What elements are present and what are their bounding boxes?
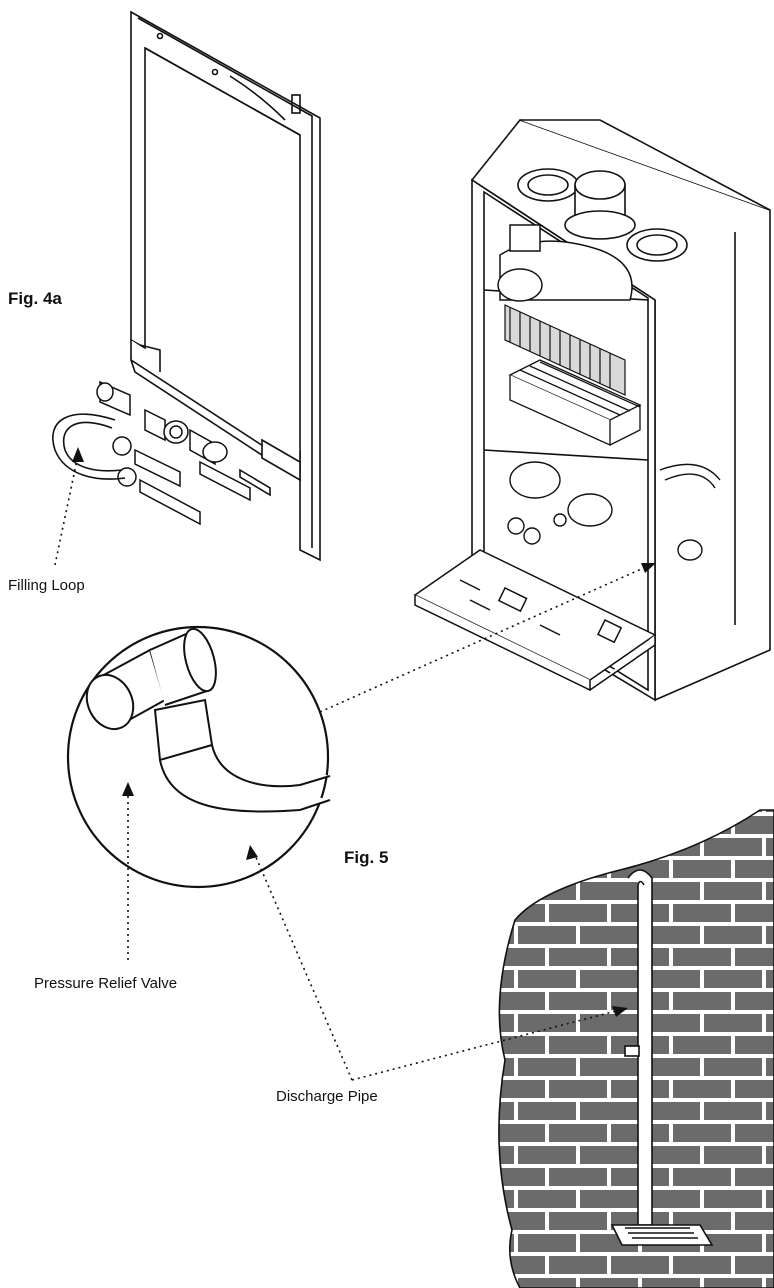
pump-assembly [507,461,721,561]
burner [508,359,642,447]
service-valves [96,380,251,526]
wall-mounting-frame [130,10,321,562]
filling-loop-hose [52,413,126,480]
pressure-relief-valve-detail [85,627,331,813]
filling-loop-label: Filling Loop [8,577,85,594]
fan-assembly [497,224,633,302]
discharge-pipe-label: Discharge Pipe [276,1088,378,1105]
pressure-relief-valve-label: Pressure Relief Valve [34,975,178,992]
control-panel-tray [413,549,657,692]
heat-exchanger [504,304,626,396]
figure-4a-label: Fig. 4a [8,289,62,308]
flue-turret [517,168,688,262]
callout-leaders [54,454,649,1081]
wall-discharge-pipe [610,869,714,1246]
callout-arrowheads [72,447,656,1017]
figure-5-label: Fig. 5 [344,848,389,867]
